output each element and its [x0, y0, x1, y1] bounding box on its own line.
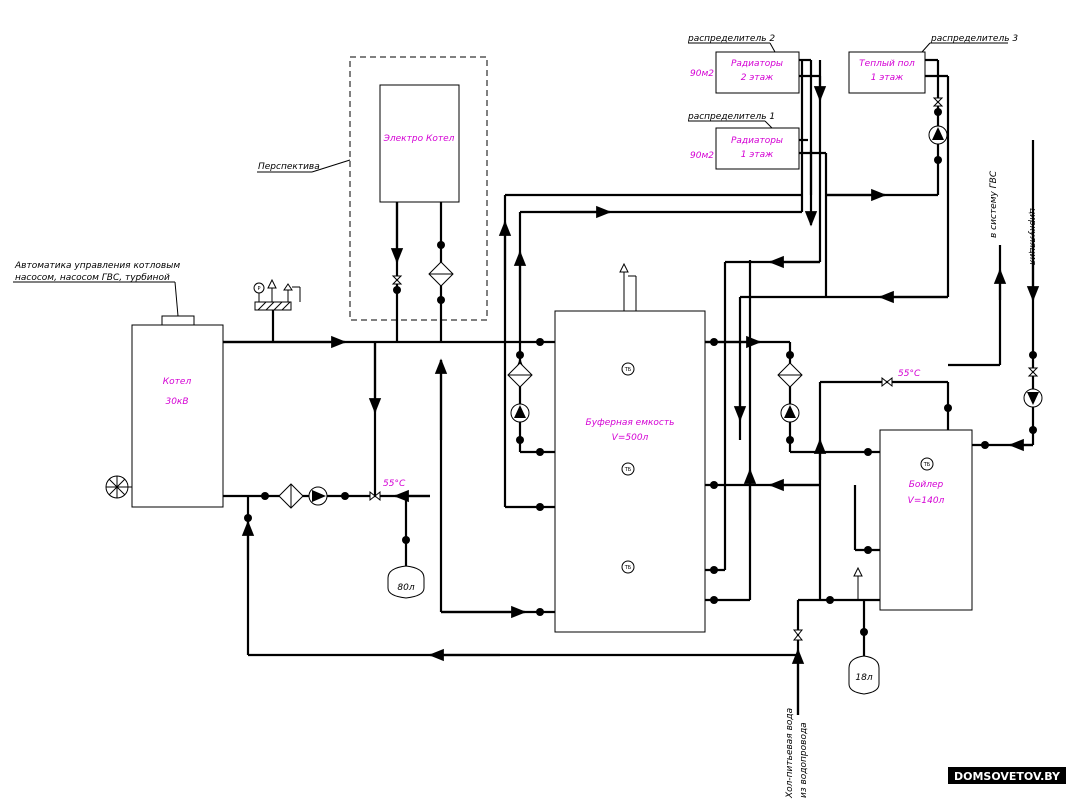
filters: [278, 261, 803, 509]
valve: [536, 338, 544, 346]
electric-boiler-label: Электро Котел: [383, 134, 455, 144]
valves: [244, 108, 1037, 636]
valve: [536, 608, 544, 616]
valve: [437, 296, 445, 304]
valve: [710, 566, 718, 574]
valve: [934, 156, 942, 164]
t-sensor-label: ТБ: [624, 467, 632, 473]
valve: [402, 536, 410, 544]
radiators-floor1-sub: 1 этаж: [741, 150, 774, 160]
t-sensor-label: ТБ: [624, 565, 632, 571]
valve: [786, 351, 794, 359]
boiler-label: Котел: [163, 377, 192, 387]
piping: [223, 58, 1040, 715]
turbine-fan-icon: [105, 475, 132, 499]
valve: [341, 492, 349, 500]
boiler-automation-box: [161, 315, 195, 326]
valve: [826, 596, 834, 604]
pumps: [308, 125, 1043, 506]
valve: [934, 108, 942, 116]
circulation-label: циркуляция: [1027, 208, 1037, 266]
valve: [393, 286, 401, 294]
perspective-label: Перспектива: [258, 162, 320, 172]
radiators-floor2-sub: 2 этаж: [741, 73, 774, 83]
distributor-2-label: распределитель 2: [687, 34, 775, 44]
valve: [516, 436, 524, 444]
tank-80-label: 80л: [397, 583, 414, 593]
underfloor-label: Теплый пол: [859, 59, 915, 69]
valve: [864, 448, 872, 456]
buffer-volume-label: V=500л: [612, 433, 649, 443]
radiators-floor1-box: [715, 127, 800, 170]
boiler-power-label: 30кВ: [165, 397, 188, 407]
temp-left-label: 55°C: [383, 479, 406, 489]
cold-water-label: Хол-питьевая вода: [785, 708, 795, 799]
valve: [261, 492, 269, 500]
valve: [981, 441, 989, 449]
cold-water-source-label: из водопровода: [799, 722, 809, 798]
dhw-out-label: в систему ГВС: [989, 170, 999, 238]
temp-right-label: 55°C: [898, 369, 921, 379]
boiler-automation-label-2: насосом, насосом ГВС, турбиной: [15, 273, 170, 283]
valve: [244, 514, 252, 522]
buffer-tank-label: Буферная емкость: [586, 418, 675, 428]
dhw-boiler-box: [879, 429, 973, 611]
distributor-1-label: распределитель 1: [687, 112, 775, 122]
valve: [710, 338, 718, 346]
temperature-sensors: ТБ ТБ ТБ ТБ: [621, 362, 934, 574]
svg-text:DOMSOVETOV.BY: DOMSOVETOV.BY: [954, 770, 1061, 783]
t-sensor-label: ТБ: [923, 462, 931, 468]
pressure-gauge-icon: Р: [253, 278, 301, 302]
expansion-tank-80l: [387, 496, 425, 599]
valve: [786, 436, 794, 444]
watermark: DOMSOVETOV.BY: [948, 767, 1066, 784]
valve: [1029, 426, 1037, 434]
check-valves: [369, 97, 1039, 641]
boiler-box: [131, 324, 224, 508]
boiler-automation-label: Автоматика управления котловым: [14, 261, 180, 271]
tank-18-label: 18л: [855, 673, 872, 683]
area-floor2-label: 90м2: [690, 69, 714, 79]
valve: [944, 404, 952, 412]
underfloor-heating-box: [848, 51, 926, 94]
valve: [1029, 351, 1037, 359]
underfloor-sub: 1 этаж: [871, 73, 904, 83]
t-sensor-label: ТБ: [624, 367, 632, 373]
valve: [516, 351, 524, 359]
valve: [536, 503, 544, 511]
svg-text:Р: Р: [257, 286, 260, 292]
distributor-3-label: распределитель 3: [930, 34, 1018, 44]
valve: [860, 628, 868, 636]
valve: [864, 546, 872, 554]
relief-valve-icon: [619, 262, 863, 600]
valve: [437, 241, 445, 249]
dhw-boiler-volume-label: V=140л: [908, 496, 945, 506]
electric-boiler-box: [379, 84, 460, 203]
radiators-floor1-label: Радиаторы: [731, 136, 783, 146]
area-floor1-label: 90м2: [690, 151, 714, 161]
valve: [710, 596, 718, 604]
valve: [536, 448, 544, 456]
dhw-boiler-label: Бойлер: [909, 480, 944, 490]
valve: [710, 481, 718, 489]
radiators-floor2-box: [715, 51, 800, 94]
radiators-floor2-label: Радиаторы: [731, 59, 783, 69]
